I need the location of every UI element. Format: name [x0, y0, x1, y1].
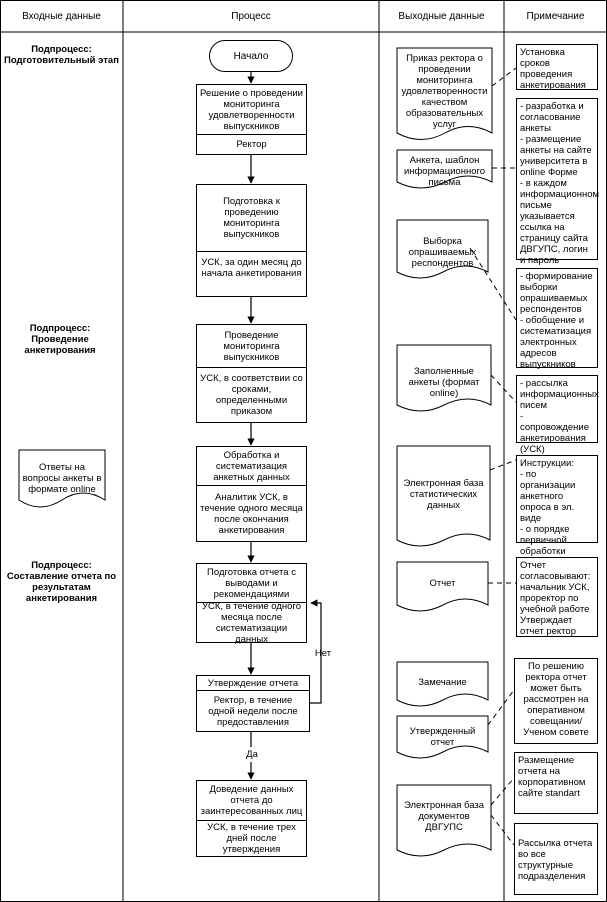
- process-step: Подготовка отчета с выводами и рекоменда…: [196, 563, 307, 645]
- note-box: - разработка и согласование анкеты - раз…: [516, 98, 599, 266]
- note-box: - формирование выборки опрашиваемых респ…: [516, 268, 598, 370]
- col-header-process: Процесс: [231, 10, 271, 22]
- doc-sample: [396, 219, 489, 279]
- step-title: Подготовка к проведению мониторинга выпу…: [223, 196, 280, 240]
- step-actor: Аналитик УСК, в течение одного месяца по…: [200, 491, 303, 536]
- output-text: Замечание: [418, 677, 467, 688]
- step-actor: Ректор: [236, 139, 267, 150]
- process-step: Доведение данных отчета до заинтересован…: [196, 780, 307, 857]
- doc-order: [396, 47, 493, 140]
- col-header-input: Входные данные: [22, 10, 101, 22]
- col-header-note: Примечание: [526, 10, 585, 22]
- step-title: Утверждение отчета: [207, 677, 299, 689]
- note-box: Рассылка отчета во все структурные подра…: [514, 823, 598, 895]
- output-text: Выборка опрашиваемых респондентов: [408, 236, 477, 269]
- output-text: Анкета, шаблон информационного письма: [403, 155, 486, 188]
- process-step: Решение о проведении мониторинга удовлет…: [196, 84, 307, 155]
- doc-report: [396, 561, 489, 612]
- output-text: Электронная база документов ДВГУПС: [403, 800, 485, 833]
- label-no: Нет: [314, 648, 332, 659]
- document-shapes: [18, 47, 493, 857]
- doc-database: [396, 445, 491, 547]
- step-title: Решение о проведении мониторинга удовлет…: [200, 87, 303, 132]
- flow-arrows: [247, 72, 322, 780]
- doc-form: [396, 149, 493, 189]
- input-answers-text: Ответы на вопросы анкеты в формате onlin…: [22, 462, 102, 495]
- output-text: Электронная база статистических данных: [403, 478, 484, 511]
- subprocess-label: Подпроцесс: Составление отчета по резуль…: [6, 560, 117, 604]
- note-box: Инструкции: - по организации анкетного о…: [516, 455, 598, 568]
- doc-approved: [396, 715, 489, 759]
- doc-remark: [396, 661, 489, 707]
- col-header-output: Выходные данные: [398, 10, 485, 22]
- process-step: Подготовка к проведению мониторинга выпу…: [196, 184, 307, 297]
- step-title: Доведение данных отчета до заинтересован…: [200, 784, 303, 817]
- output-text: Отчет: [429, 578, 456, 589]
- process-step: Проведение мониторинга выпускников УСК, …: [196, 324, 307, 423]
- output-text: Заполненные анкеты (формат online): [408, 366, 480, 399]
- note-box: Отчет согласовывают: начальник УСК, прор…: [516, 557, 598, 637]
- step-actor: УСК, за один месяц до начала анкетирован…: [201, 257, 302, 279]
- label-yes: Да: [246, 749, 258, 760]
- start-terminal: Начало: [209, 40, 293, 72]
- step-actor: Ректор, в течение одной недели после пре…: [208, 694, 298, 728]
- step-title: Подготовка отчета с выводами и рекоменда…: [207, 566, 296, 600]
- subprocess-label: Подпроцесс: Подготовительный этап: [4, 44, 119, 66]
- note-box: - рассылка информационных писем - сопров…: [516, 375, 599, 455]
- output-text: Утвержденный отчет: [409, 726, 476, 748]
- note-box: По решению ректора отчет может быть расс…: [514, 658, 598, 744]
- doc-archive: [396, 784, 492, 857]
- note-box: Размещение отчета на корпоративном сайте…: [514, 752, 598, 814]
- step-title: Обработка и систематизация анкетных данн…: [213, 449, 290, 483]
- step-title: Проведение мониторинга выпускников: [223, 329, 280, 363]
- process-step: Утверждение отчета Ректор, в течение одн…: [196, 675, 310, 732]
- note-links: [469, 67, 517, 846]
- step-actor: УСК, в течение одного месяца после систе…: [201, 600, 301, 645]
- step-actor: УСК, в соответствии со сроками, определе…: [200, 373, 303, 417]
- output-text: Приказ ректора о проведении мониторинга …: [401, 53, 488, 130]
- subprocess-label: Подпроцесс: Проведение анкетирования: [24, 323, 96, 356]
- process-step: Обработка и систематизация анкетных данн…: [196, 446, 307, 542]
- note-box: Установка сроков проведения анкетировани…: [516, 44, 598, 91]
- step-actor: УСК, в течение трех дней после утвержден…: [207, 822, 296, 855]
- doc-filled: [396, 344, 492, 412]
- doc-answers: [18, 449, 106, 508]
